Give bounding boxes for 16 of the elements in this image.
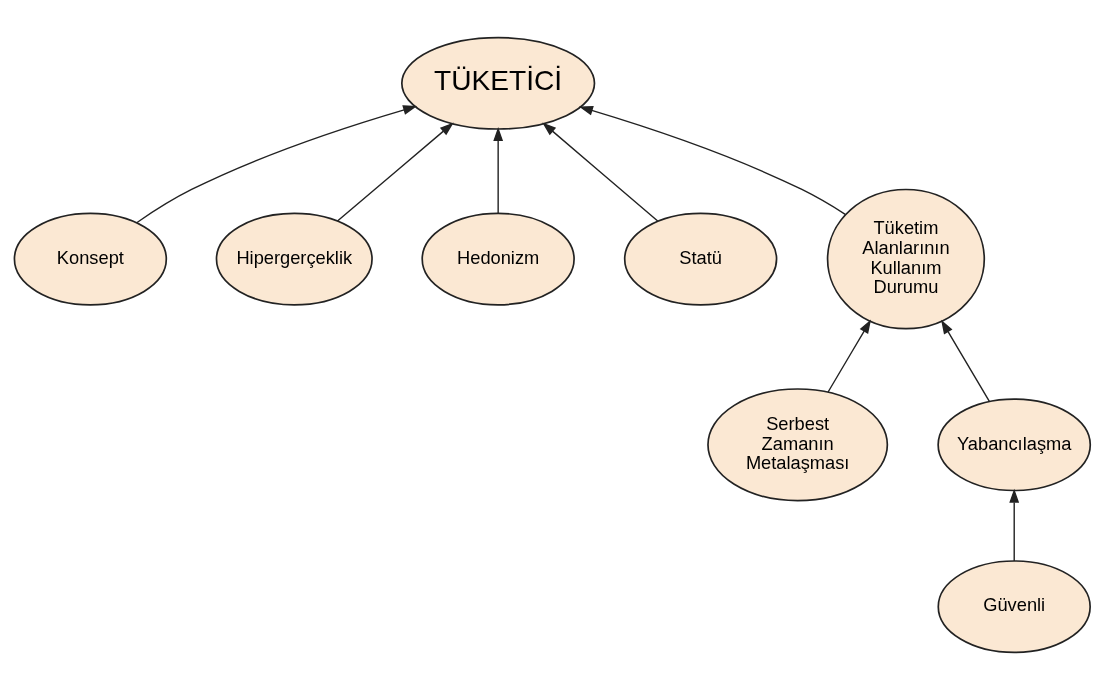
node-ellipse: Hipergerçeklik [215, 212, 373, 306]
node-ellipse: Konsept [13, 212, 168, 306]
node-ellipse: Statü [623, 212, 778, 306]
node-ellipse: Serbest Zamanın Metalaşması [707, 387, 889, 501]
arrow [542, 121, 659, 222]
node-ellipse: Tüketim Alanlarının Kullanım Durumu [826, 188, 986, 330]
arrow [136, 104, 418, 223]
arrow [578, 105, 846, 215]
arrow [1009, 488, 1020, 562]
arrow [827, 318, 872, 393]
node-ellipse: Güvenli [937, 559, 1091, 653]
node-ellipse: Hedonizm [421, 212, 575, 306]
arrow [336, 121, 454, 222]
node-ellipse: Yabancılaşma [937, 397, 1092, 491]
arrow [941, 319, 991, 402]
arrow [493, 126, 504, 214]
